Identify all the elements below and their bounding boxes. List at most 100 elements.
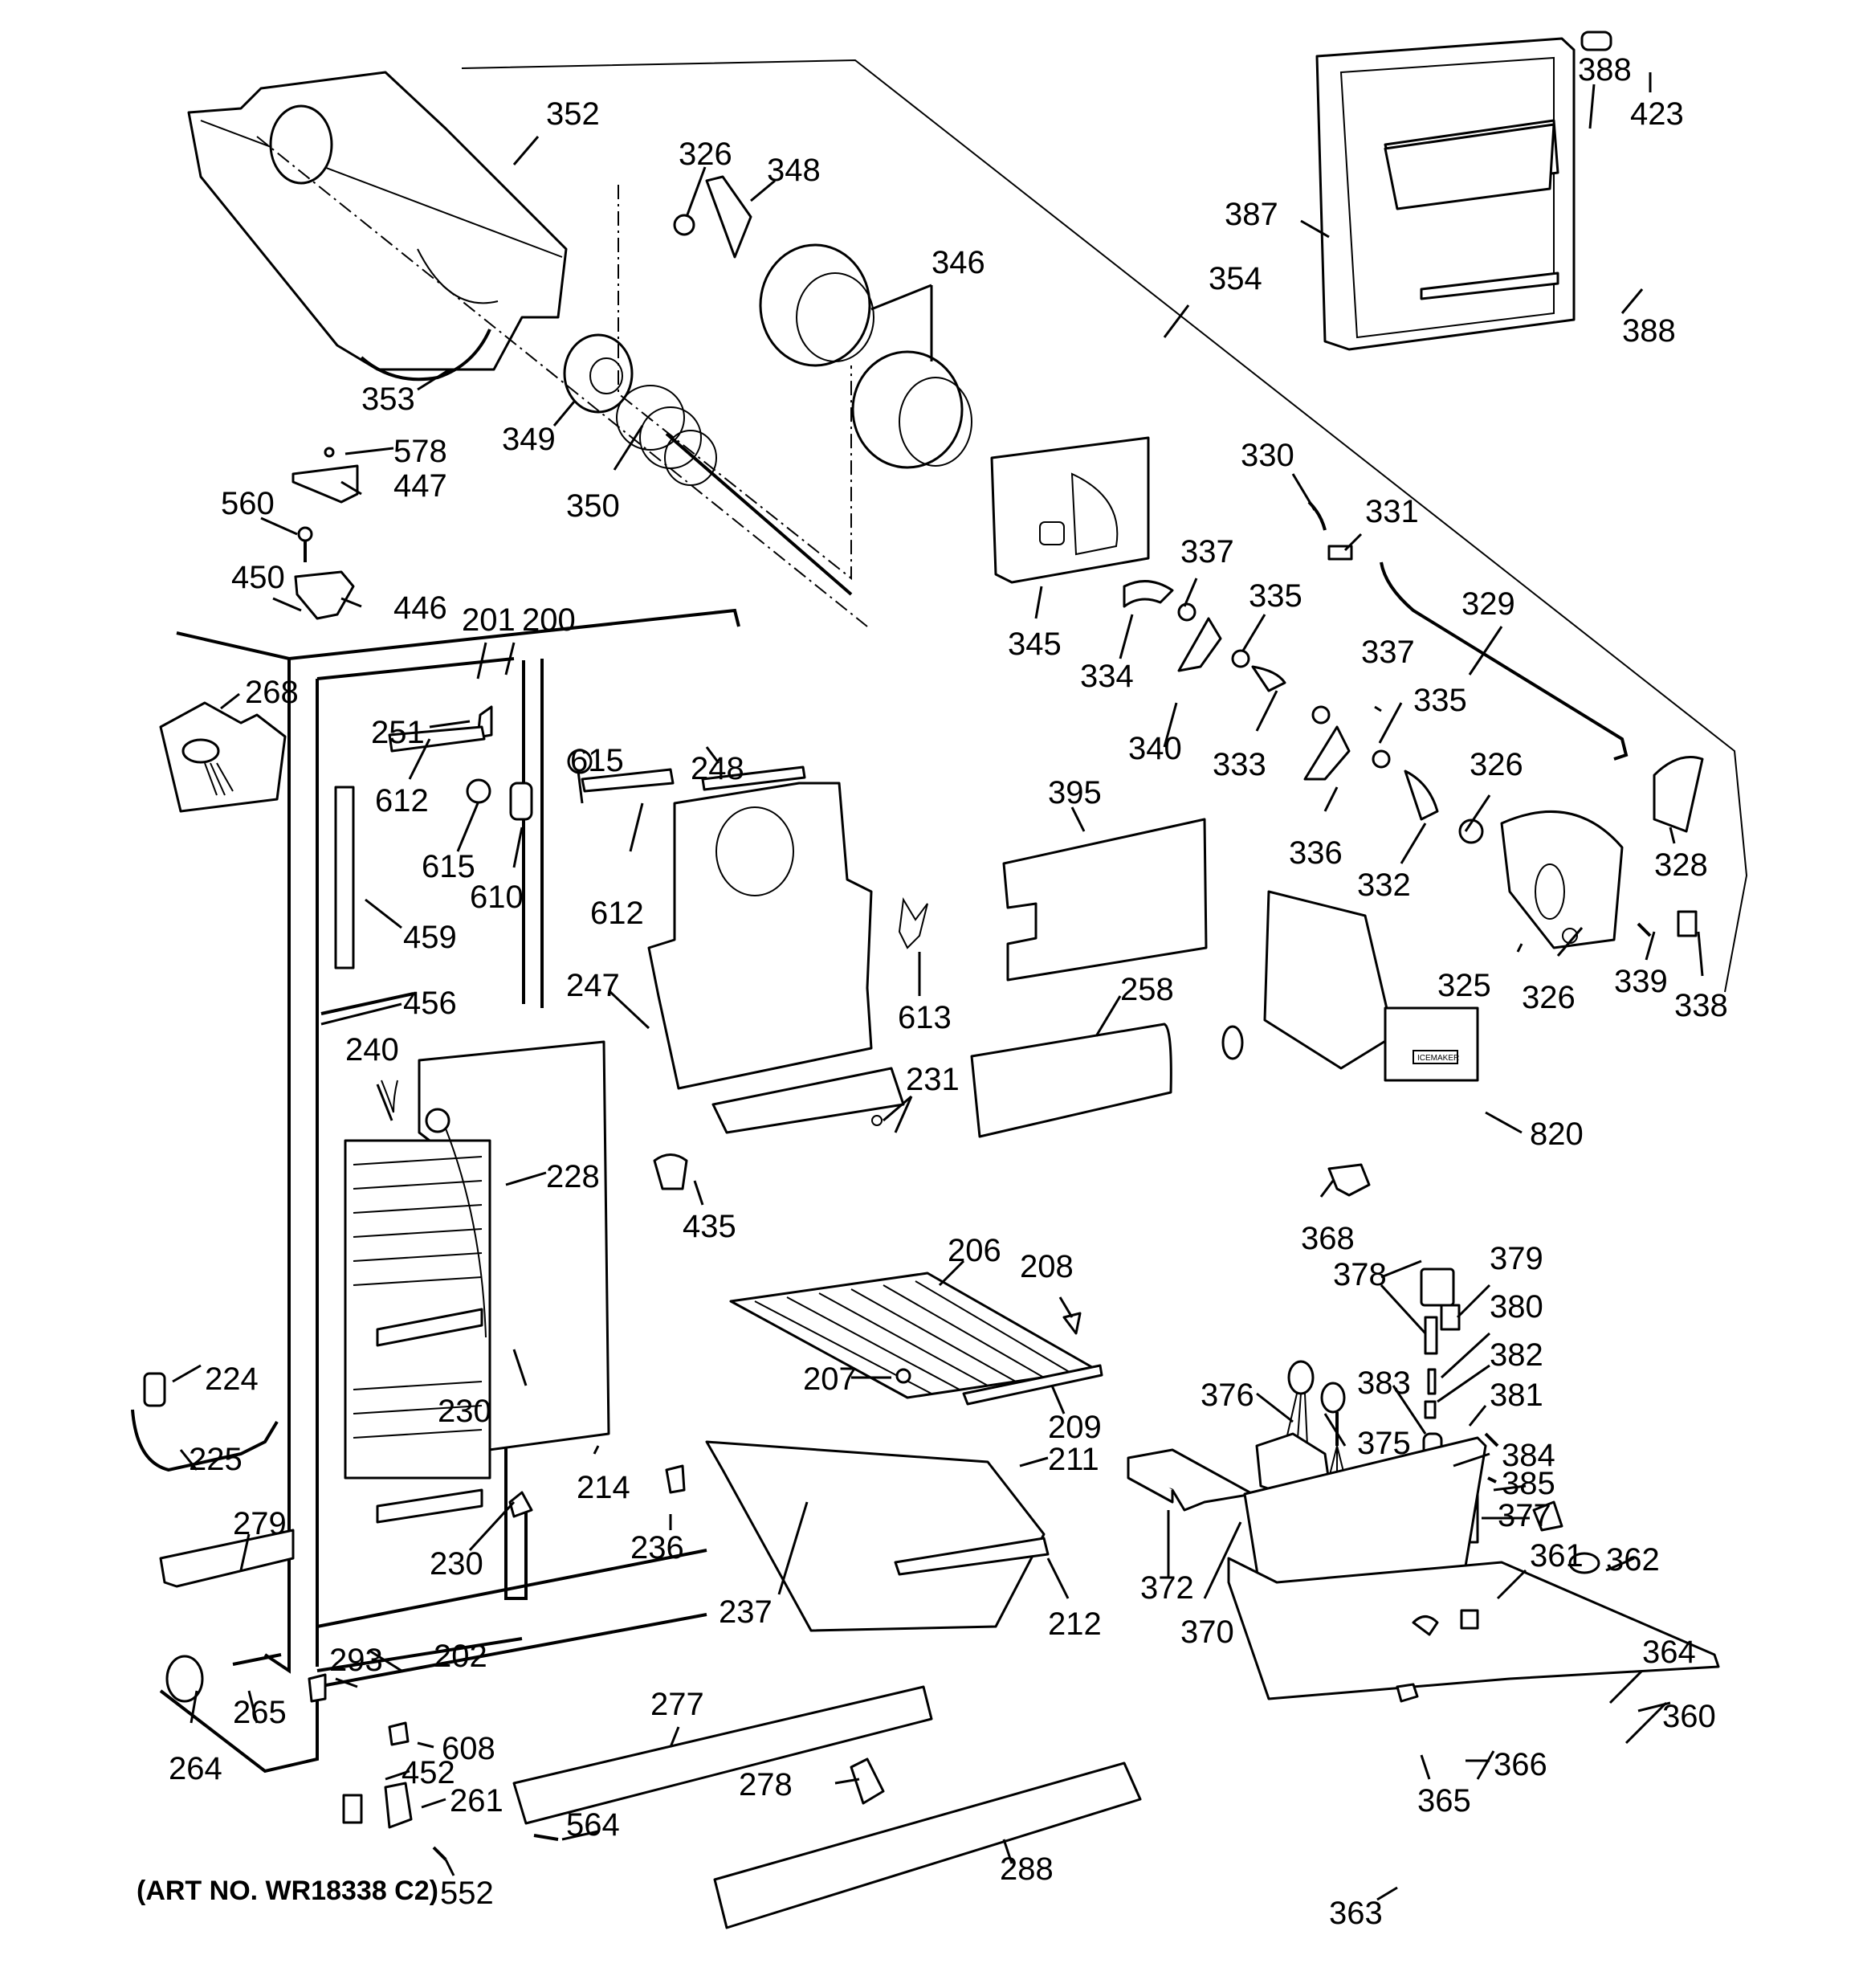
callout-384: 384	[1502, 1438, 1555, 1473]
callout-278: 278	[739, 1767, 793, 1802]
callout-333: 333	[1213, 747, 1266, 782]
callout-337-b: 337	[1361, 635, 1415, 670]
callout-610: 610	[470, 880, 524, 915]
callout-395: 395	[1048, 775, 1102, 810]
callout-383: 383	[1357, 1365, 1411, 1401]
callout-331: 331	[1365, 494, 1419, 529]
callout-387: 387	[1225, 197, 1278, 232]
callout-330: 330	[1241, 438, 1294, 473]
callout-578: 578	[393, 434, 447, 469]
callout-265: 265	[233, 1695, 287, 1730]
callout-348: 348	[767, 153, 821, 188]
callout-326-b: 326	[1470, 747, 1523, 782]
callout-379: 379	[1490, 1241, 1543, 1276]
callout-552: 552	[440, 1876, 494, 1911]
callout-264: 264	[169, 1751, 222, 1786]
callout-206: 206	[948, 1233, 1001, 1268]
callout-388-bottom: 388	[1622, 313, 1676, 349]
callout-450: 450	[231, 560, 285, 595]
callout-211: 211	[1048, 1442, 1099, 1477]
callout-459: 459	[403, 920, 457, 955]
callout-332: 332	[1357, 867, 1411, 903]
callout-360: 360	[1662, 1699, 1716, 1734]
callout-447: 447	[393, 468, 447, 504]
callout-207: 207	[803, 1361, 857, 1397]
callout-335-b: 335	[1413, 683, 1467, 718]
callout-363: 363	[1329, 1896, 1383, 1931]
auger-drive-dashed-box	[256, 136, 868, 627]
callout-339: 339	[1614, 964, 1668, 999]
callout-435: 435	[683, 1209, 736, 1244]
callout-329: 329	[1461, 586, 1515, 622]
evaporator-assembly	[344, 1040, 610, 1524]
callout-354: 354	[1209, 261, 1262, 296]
callout-361: 361	[1530, 1538, 1584, 1574]
cover-panels	[970, 818, 1208, 1138]
callout-328: 328	[1654, 847, 1708, 883]
callout-345: 345	[1008, 627, 1062, 662]
callout-452: 452	[402, 1755, 455, 1790]
callout-820: 820	[1530, 1116, 1584, 1152]
icemaker-section-boundary	[461, 59, 1748, 993]
callout-376: 376	[1201, 1378, 1254, 1413]
auger-assembly	[563, 333, 853, 596]
callout-labels: 352 326 348 346 353 349 350 578 447 560 …	[137, 52, 1728, 1931]
callout-261: 261	[450, 1783, 503, 1819]
callout-251: 251	[371, 715, 425, 750]
callout-377: 377	[1498, 1498, 1551, 1533]
ice-bucket	[187, 71, 568, 371]
callout-209: 209	[1048, 1410, 1102, 1445]
callout-231: 231	[906, 1062, 960, 1097]
callout-335-a: 335	[1249, 578, 1302, 614]
callout-228: 228	[546, 1159, 600, 1194]
callout-336: 336	[1289, 835, 1343, 871]
auger-motor-plate	[990, 436, 1150, 584]
callout-337-a: 337	[1180, 534, 1234, 569]
callout-326-c: 326	[1522, 980, 1576, 1015]
icemaker-text: ICEMAKER	[1417, 1054, 1459, 1063]
cabinet-outline	[159, 608, 740, 1774]
callout-370: 370	[1180, 1614, 1234, 1650]
callout-279: 279	[233, 1506, 287, 1541]
callout-338: 338	[1674, 988, 1728, 1023]
callout-200: 200	[522, 602, 576, 638]
callout-378: 378	[1333, 1257, 1387, 1292]
callout-375: 375	[1357, 1426, 1411, 1461]
callout-366: 366	[1494, 1747, 1547, 1782]
callout-352: 352	[546, 96, 600, 132]
callout-288: 288	[1000, 1851, 1054, 1887]
callout-372: 372	[1140, 1570, 1194, 1606]
callout-346: 346	[932, 245, 985, 280]
callout-230-b: 230	[430, 1546, 483, 1582]
callout-368: 368	[1301, 1221, 1355, 1256]
callout-334: 334	[1080, 659, 1134, 694]
callout-608: 608	[442, 1731, 495, 1766]
bottom-front-parts	[308, 1673, 1142, 1929]
callout-230-a: 230	[438, 1394, 491, 1429]
callout-381: 381	[1490, 1378, 1543, 1413]
icemaker-unit: ICEMAKER	[1221, 890, 1479, 1197]
callout-325: 325	[1437, 968, 1491, 1003]
callout-560: 560	[221, 486, 275, 521]
drain-and-rails	[131, 1372, 295, 1703]
leader-lines	[172, 72, 1704, 1901]
callout-353: 353	[361, 382, 415, 417]
callout-382: 382	[1490, 1337, 1543, 1373]
callout-612-b: 612	[590, 896, 644, 931]
freezer-small-parts	[334, 705, 675, 970]
callout-248: 248	[691, 751, 744, 786]
callout-277: 277	[650, 1687, 704, 1722]
light-socket-inset	[159, 701, 287, 813]
fan-shroud	[647, 765, 928, 1190]
callout-212: 212	[1048, 1606, 1102, 1642]
callout-365: 365	[1417, 1783, 1471, 1819]
hinge-parts	[291, 447, 359, 620]
callout-612-a: 612	[375, 783, 429, 818]
callout-326: 326	[679, 137, 732, 172]
dispenser-frame	[1315, 31, 1612, 351]
dispenser-base-parts	[1127, 1432, 1720, 1703]
callout-350: 350	[566, 488, 620, 524]
mechanism-parts	[1123, 500, 1704, 949]
